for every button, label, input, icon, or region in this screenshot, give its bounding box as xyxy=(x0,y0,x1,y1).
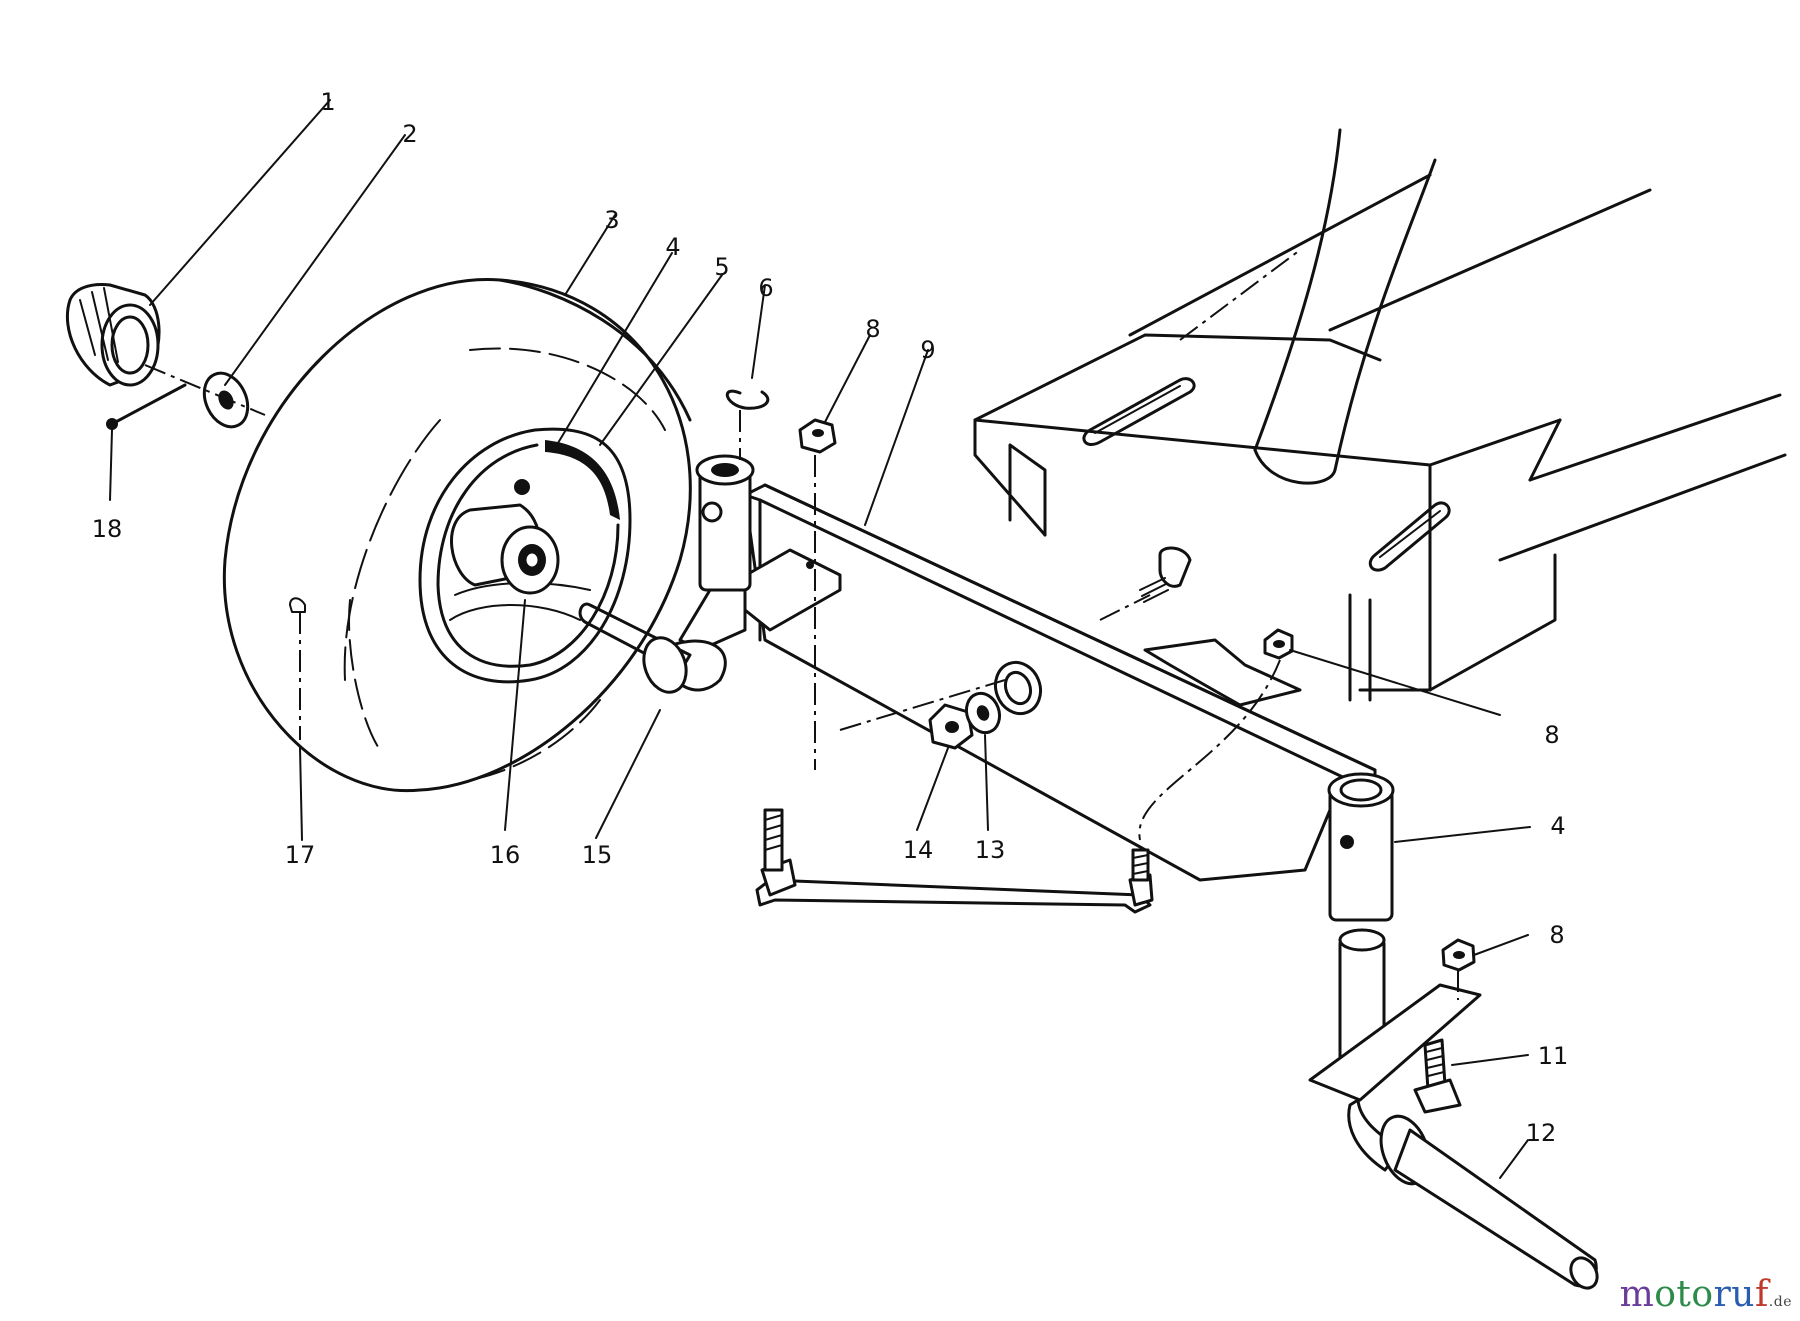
callout-11: 11 xyxy=(1538,1042,1569,1070)
watermark-logo: motoruf.de xyxy=(1619,1274,1792,1315)
spindle-right-collar xyxy=(1327,772,1395,922)
callout-17: 17 xyxy=(285,841,316,869)
valve-stem-17 xyxy=(289,597,306,740)
hub-cap xyxy=(65,283,161,387)
wheel-hub-bearing xyxy=(450,479,560,595)
callout-4-top: 4 xyxy=(665,233,680,261)
callout-9: 9 xyxy=(920,336,935,364)
cotter-pin-18 xyxy=(106,383,187,430)
leader-lines xyxy=(109,99,1531,1179)
wheel-rim xyxy=(418,427,632,684)
callout-16: 16 xyxy=(490,841,521,869)
tie-rod xyxy=(755,808,1154,914)
callout-labels: 1 2 3 4 5 6 8 9 18 8 17 16 15 14 13 4 8 … xyxy=(92,88,1569,1147)
callout-8-top: 8 xyxy=(865,315,880,343)
callout-4-right: 4 xyxy=(1550,812,1565,840)
callout-14: 14 xyxy=(903,836,934,864)
pivot-bolt xyxy=(1099,546,1192,621)
frame-assembly xyxy=(973,128,1787,702)
spindle-left xyxy=(578,454,755,694)
nut-14 xyxy=(928,703,974,750)
callout-8-mid: 8 xyxy=(1544,721,1559,749)
nut-8c xyxy=(1441,938,1476,1000)
lock-nut-8a xyxy=(798,418,837,770)
bushing xyxy=(993,660,1043,716)
callout-15: 15 xyxy=(582,841,613,869)
callout-8-right: 8 xyxy=(1549,921,1564,949)
callout-1: 1 xyxy=(320,88,335,116)
nut-8b xyxy=(1263,628,1294,660)
callout-13: 13 xyxy=(975,836,1006,864)
washer-2 xyxy=(202,371,250,429)
washer-13 xyxy=(964,691,1002,735)
spindle-right xyxy=(1308,928,1599,1290)
e-ring-6 xyxy=(726,389,770,460)
bolt-11 xyxy=(1413,1038,1462,1114)
callout-2: 2 xyxy=(402,120,417,148)
callout-6: 6 xyxy=(758,274,773,302)
callout-18: 18 xyxy=(92,515,123,543)
callout-3: 3 xyxy=(604,206,619,234)
wheel-tire xyxy=(222,277,692,793)
callout-12: 12 xyxy=(1526,1119,1557,1147)
callout-5: 5 xyxy=(714,253,729,281)
